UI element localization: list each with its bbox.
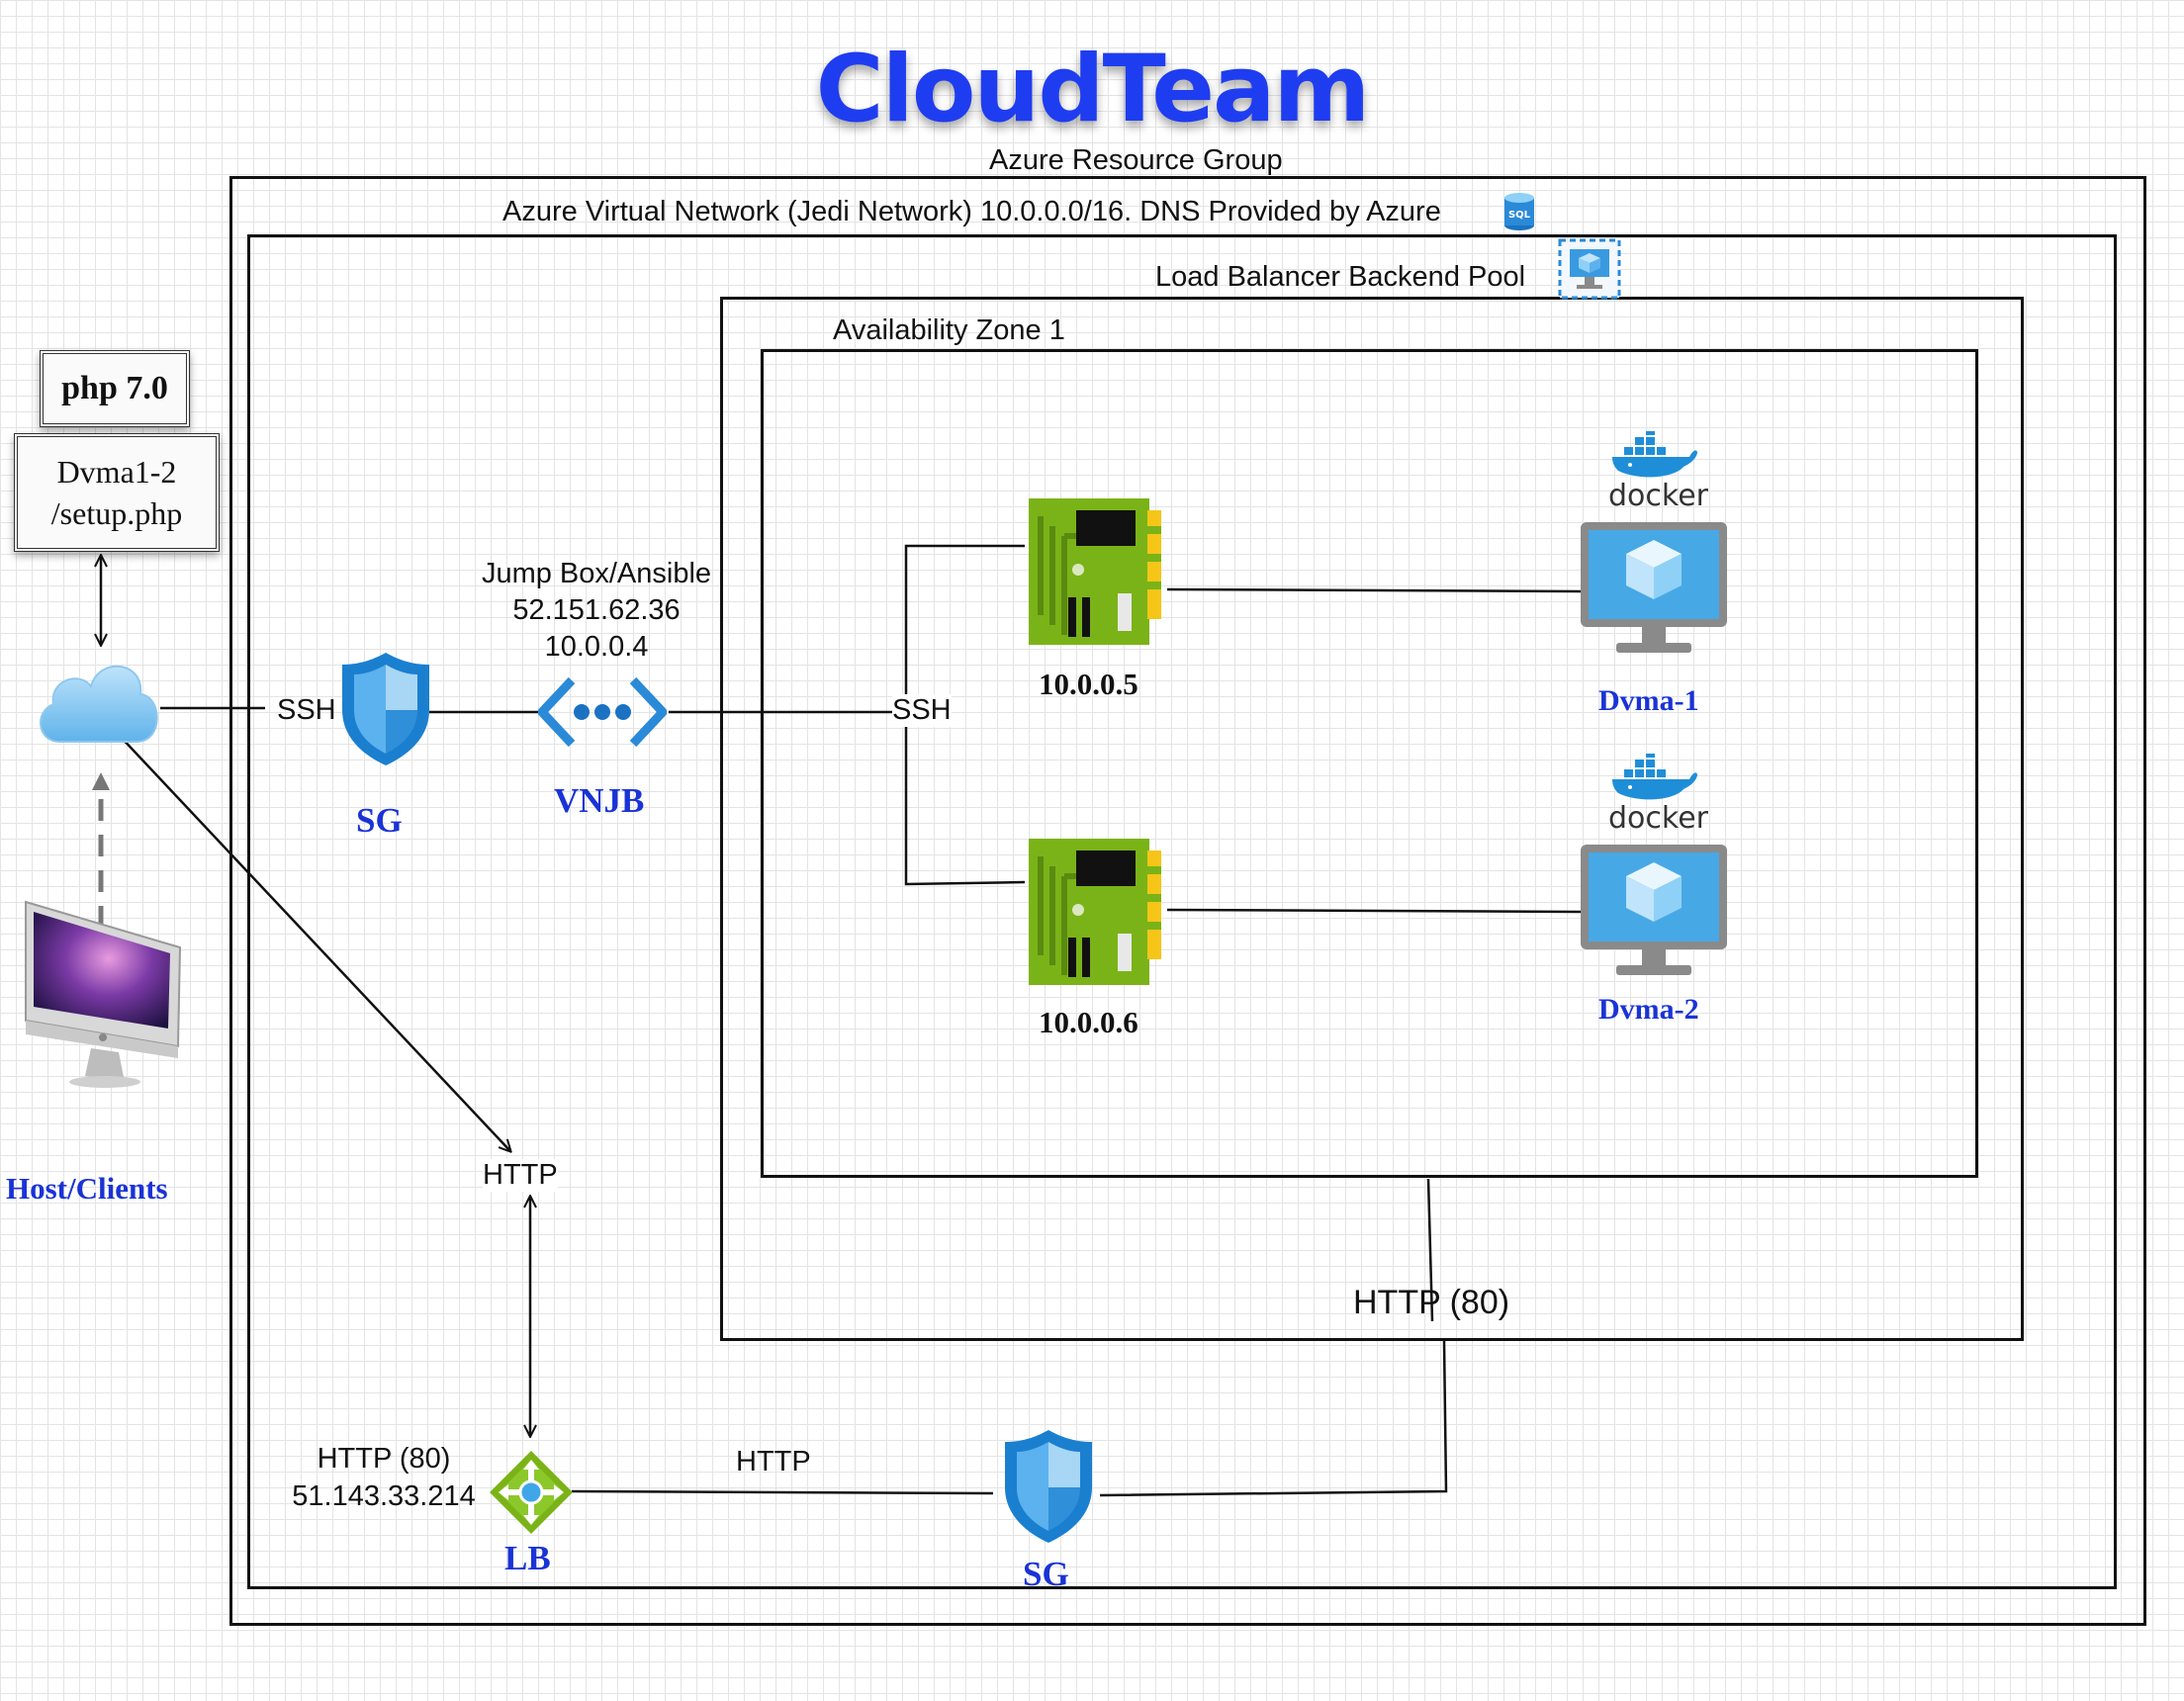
setup-page-box: Dvma1-2 /setup.php	[14, 433, 220, 552]
vm2-name-label: Dvma-2	[1598, 993, 1699, 1026]
jumpbox-info: Jump Box/Ansible 52.151.62.36 10.0.0.4	[465, 556, 728, 666]
lb-protocol: HTTP (80)	[317, 1443, 451, 1475]
docker-label-1: docker	[1608, 479, 1708, 513]
sql-database-icon: SQL	[1504, 193, 1534, 230]
ssh-label-right: SSH	[892, 694, 952, 727]
load-balancer-icon	[490, 1451, 573, 1534]
virtual-machine-icon	[1581, 845, 1727, 975]
backend-pool-icon	[1558, 238, 1621, 300]
docker-label-2: docker	[1608, 801, 1708, 836]
virtual-network-jumpbox-icon	[538, 676, 667, 748]
jumpbox-public-ip: 52.151.62.36	[512, 594, 681, 626]
virtual-machine-icon	[1581, 522, 1727, 653]
setup-line-1: Dvma1-2	[56, 454, 177, 490]
lb-ip: 51.143.33.214	[292, 1480, 476, 1512]
lb-info: HTTP (80) 51.143.33.214	[283, 1440, 485, 1515]
host-computer-icon	[25, 900, 182, 1088]
cloud-icon	[40, 665, 158, 743]
network-interface-icon	[1029, 498, 1161, 645]
link-sg-pool	[1099, 1340, 1448, 1497]
sg-bottom-label: SG	[1023, 1555, 1069, 1593]
security-group-shield-icon	[342, 653, 429, 765]
docker-whale-icon	[1612, 754, 1697, 800]
php-version-label: php 7.0	[61, 370, 168, 406]
backend-pool-label: Load Balancer Backend Pool	[1155, 261, 1526, 293]
vm1-name-label: Dvma-1	[1598, 684, 1699, 717]
link-cloud-http	[103, 718, 510, 1151]
network-interface-icon	[1029, 839, 1161, 985]
backend-pool-box	[720, 297, 2024, 1341]
link-az-pool	[1426, 1178, 1434, 1322]
link-nic1-vm1	[1166, 587, 1582, 593]
host-clients-label: Host/Clients	[6, 1171, 168, 1206]
security-group-shield-icon	[1005, 1430, 1092, 1543]
http-label-mid: HTTP	[483, 1159, 558, 1192]
vm1-ip-label: 10.0.0.5	[1039, 667, 1138, 701]
http-lb-sg-label: HTTP	[736, 1446, 811, 1477]
jumpbox-private-ip: 10.0.0.4	[544, 631, 649, 663]
lb-label: LB	[504, 1539, 551, 1577]
http-pool-label: HTTP (80)	[1353, 1284, 1510, 1321]
vnet-label: Azure Virtual Network (Jedi Network) 10.…	[502, 196, 1441, 227]
diagram-title: CloudTeam	[815, 36, 1371, 143]
resource-group-label: Azure Resource Group	[989, 144, 1283, 176]
php-version-box: php 7.0	[40, 350, 190, 427]
availability-zone-label: Availability Zone 1	[833, 314, 1065, 346]
link-lb-sg	[571, 1489, 994, 1495]
availability-zone-box	[761, 349, 1978, 1178]
sg-top-label: SG	[356, 801, 403, 840]
ssh-label-left: SSH	[277, 694, 336, 726]
sql-icon-text: SQL	[1508, 210, 1531, 221]
setup-line-2: /setup.php	[50, 495, 183, 531]
docker-whale-icon	[1612, 431, 1697, 478]
vm2-ip-label: 10.0.0.6	[1039, 1005, 1138, 1039]
jumpbox-name: Jump Box/Ansible	[481, 558, 712, 589]
vnjb-label: VNJB	[554, 781, 645, 820]
link-nic2-vm2	[1166, 908, 1582, 914]
